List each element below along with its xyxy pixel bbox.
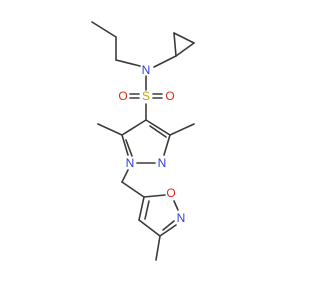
bond-cp-b	[175, 42, 195, 57]
structure-drawing: N S O O N N O N	[91, 21, 195, 261]
atom-s-sulfonyl: S	[142, 89, 150, 103]
bond-ch2-isoxazole	[121, 181, 145, 198]
bond-c5-n1	[121, 134, 129, 156]
molecule-canvas: N S O O N N O N	[91, 21, 195, 261]
atom-o-left: O	[118, 89, 127, 103]
bond-iso-methyl	[155, 235, 161, 261]
atom-labels: N S O O N N O N	[118, 63, 185, 225]
bond-c4-c5	[121, 119, 147, 136]
bond-c5-c4-inner	[144, 200, 150, 220]
atom-o-right: O	[165, 89, 174, 103]
bond-c5-c4	[138, 196, 145, 221]
bond-c3-methyl	[169, 123, 195, 136]
bond-c5-methyl	[97, 123, 123, 136]
atom-n-amine: N	[142, 63, 151, 77]
atom-o-isoxazole: O	[166, 186, 175, 200]
atom-n-isoxazole: N	[177, 211, 186, 225]
bond-c3iso-n	[159, 224, 177, 237]
bonds	[91, 21, 195, 261]
bond-c4-c3	[145, 119, 171, 136]
bond-c5-n1-inner	[125, 139, 133, 157]
bond-n-o	[173, 200, 179, 211]
bond-ethyl-ch3	[91, 21, 117, 38]
bond-cp-c	[173, 32, 195, 44]
bond-n-cyclopropyl	[153, 55, 177, 68]
atom-n-pyrazole-2: N	[158, 156, 167, 170]
bond-cp-a	[173, 32, 177, 57]
bond-n1-ch2	[121, 169, 129, 183]
atom-n-pyrazole-1: N	[126, 156, 135, 170]
bond-c5-o	[143, 194, 166, 198]
bond-c3-n2	[163, 134, 171, 156]
bond-c4-c3iso	[138, 219, 161, 237]
bond-c4-c3-inner	[149, 125, 167, 138]
bond-c3iso-n-inner	[162, 220, 175, 231]
bond-n-ethyl	[115, 59, 141, 67]
